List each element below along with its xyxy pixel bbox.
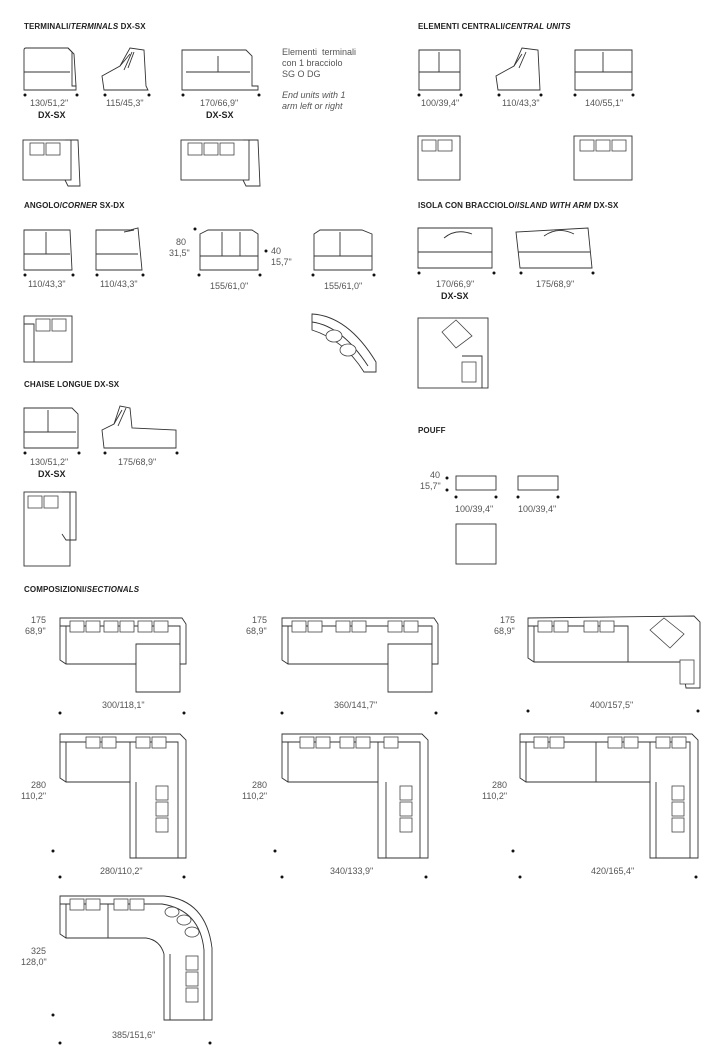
terminal-170-plan xyxy=(180,139,261,187)
heading-sectionals: COMPOSIZIONI/SECTIONALS xyxy=(24,585,140,594)
label-dx-sx-1: DX-SX xyxy=(38,110,66,120)
dim-sect6-width: 420/165,4" xyxy=(591,866,635,876)
sectional-385-plan xyxy=(58,895,213,1045)
sect4-depth-marker xyxy=(51,849,55,853)
heading-terminals: TERMINALI/TERMINALS DX-SX xyxy=(24,22,146,31)
central-140-plan xyxy=(573,135,633,181)
heading-pouff: POUFF xyxy=(418,426,446,435)
dim-corner-height-cm: 80 xyxy=(176,237,187,247)
dim-sect3-depth-in: 68,9" xyxy=(494,626,515,636)
dim-pouff-height-in: 15,7" xyxy=(420,481,441,491)
dim-terminal-130: 130/51,2" xyxy=(30,98,69,108)
dim-corner-seat-in: 15,7" xyxy=(271,257,292,267)
corner-155-front-b xyxy=(311,229,376,277)
pouff-plan xyxy=(455,523,497,565)
heading-central-units: ELEMENTI CENTRALI/CENTRAL UNITS xyxy=(418,22,571,31)
dim-central-140: 140/55,1" xyxy=(585,98,624,108)
island-plan xyxy=(417,317,489,389)
chaise-130-front xyxy=(23,407,81,455)
island-170-front xyxy=(417,227,496,275)
dim-terminal-115: 115/45,3" xyxy=(106,98,144,108)
corner-110-plan xyxy=(23,315,73,363)
corner-height-markers xyxy=(193,227,197,231)
dim-sect7-depth-in: 128,0" xyxy=(21,957,47,967)
dim-sect1-depth-cm: 175 xyxy=(31,615,47,625)
sectional-280-plan xyxy=(58,733,187,879)
dim-sect4-width: 280/110,2" xyxy=(100,866,143,876)
dim-sect2-depth-in: 68,9" xyxy=(246,626,267,636)
dim-sect2-width: 360/141,7" xyxy=(334,700,378,710)
dim-pouff-height-cm: 40 xyxy=(430,470,441,480)
dim-sect1-width: 300/118,1" xyxy=(102,700,145,710)
chaise-175-front xyxy=(101,405,179,455)
dim-sect1-depth-in: 68,9" xyxy=(25,626,46,636)
dim-central-100: 100/39,4" xyxy=(421,98,460,108)
dim-sect5-depth-in: 110,2" xyxy=(242,791,268,801)
dim-sect4-depth-cm: 280 xyxy=(31,780,47,790)
corner-seat-marker xyxy=(264,249,268,253)
dim-central-110: 110/43,3" xyxy=(502,98,540,108)
dim-island-170: 170/66,9" xyxy=(436,279,475,289)
dim-corner-110-b: 110/43,3" xyxy=(100,279,138,289)
dim-chaise-175: 175/68,9" xyxy=(118,457,157,467)
sect6-depth-marker xyxy=(511,849,515,853)
central-110-front xyxy=(495,47,543,97)
dim-corner-seat-cm: 40 xyxy=(271,246,282,256)
pouff-100-front-a xyxy=(445,475,498,499)
chaise-plan xyxy=(23,491,77,567)
dim-sect6-depth-cm: 280 xyxy=(492,780,508,790)
dim-sect3-width: 400/157,5" xyxy=(590,700,634,710)
heading-island: ISOLA CON BRACCIOLO/ISLAND WITH ARM DX-S… xyxy=(418,201,619,210)
dim-sect5-depth-cm: 280 xyxy=(252,780,268,790)
dim-sect3-depth-cm: 175 xyxy=(500,615,516,625)
dim-corner-110-a: 110/43,3" xyxy=(28,279,66,289)
dim-chaise-130: 130/51,2" xyxy=(30,457,69,467)
corner-110-front-b xyxy=(95,227,145,277)
dim-sect4-depth-in: 110,2" xyxy=(21,791,47,801)
dim-sect7-depth-cm: 325 xyxy=(31,946,47,956)
sectional-300-plan xyxy=(58,617,187,715)
terminal-130-plan xyxy=(22,139,81,187)
dim-corner-155-a: 155/61,0" xyxy=(210,281,249,291)
dim-sect6-depth-in: 110,2" xyxy=(482,791,508,801)
sectional-360-plan xyxy=(280,617,439,715)
corner-155-front-a xyxy=(197,229,262,277)
note-italian: Elementi terminali con 1 bracciolo SG O … xyxy=(282,47,357,79)
terminal-170-front xyxy=(181,49,261,97)
dim-terminal-170: 170/66,9" xyxy=(200,98,239,108)
central-100-plan xyxy=(417,135,461,181)
central-140-front xyxy=(573,49,635,97)
dim-pouff-a: 100/39,4" xyxy=(455,504,494,514)
dim-sect2-depth-cm: 175 xyxy=(252,615,268,625)
dim-sect5-width: 340/133,9" xyxy=(330,866,374,876)
terminal-130-front xyxy=(23,47,79,97)
dim-pouff-b: 100/39,4" xyxy=(518,504,557,514)
label-dx-sx-2: DX-SX xyxy=(206,110,234,120)
dim-corner-155-b: 155/61,0" xyxy=(324,281,363,291)
heading-chaise-longue: CHAISE LONGUE DX-SX xyxy=(24,380,120,389)
heading-corner: ANGOLO/CORNER SX-DX xyxy=(24,201,125,210)
label-dx-sx-3: DX-SX xyxy=(441,291,469,301)
dim-sect7-width: 385/151,6" xyxy=(112,1030,156,1040)
central-100-front xyxy=(417,49,463,97)
corner-155-plan xyxy=(311,313,377,373)
sectional-400-plan xyxy=(526,615,701,713)
dim-corner-height-in: 31,5" xyxy=(169,248,190,258)
sect7-depth-marker xyxy=(51,1013,55,1017)
sectional-420-plan xyxy=(518,733,699,879)
sect5-depth-marker xyxy=(273,849,277,853)
pouff-100-front-b xyxy=(516,475,560,499)
label-dx-sx-4: DX-SX xyxy=(38,469,66,479)
sectional-340-plan xyxy=(280,733,429,879)
terminal-115-front xyxy=(101,47,151,97)
note-english: End units with 1 arm left or right xyxy=(282,90,346,111)
island-175-front xyxy=(515,227,595,275)
dim-island-175: 175/68,9" xyxy=(536,279,575,289)
corner-110-front-a xyxy=(23,229,75,277)
